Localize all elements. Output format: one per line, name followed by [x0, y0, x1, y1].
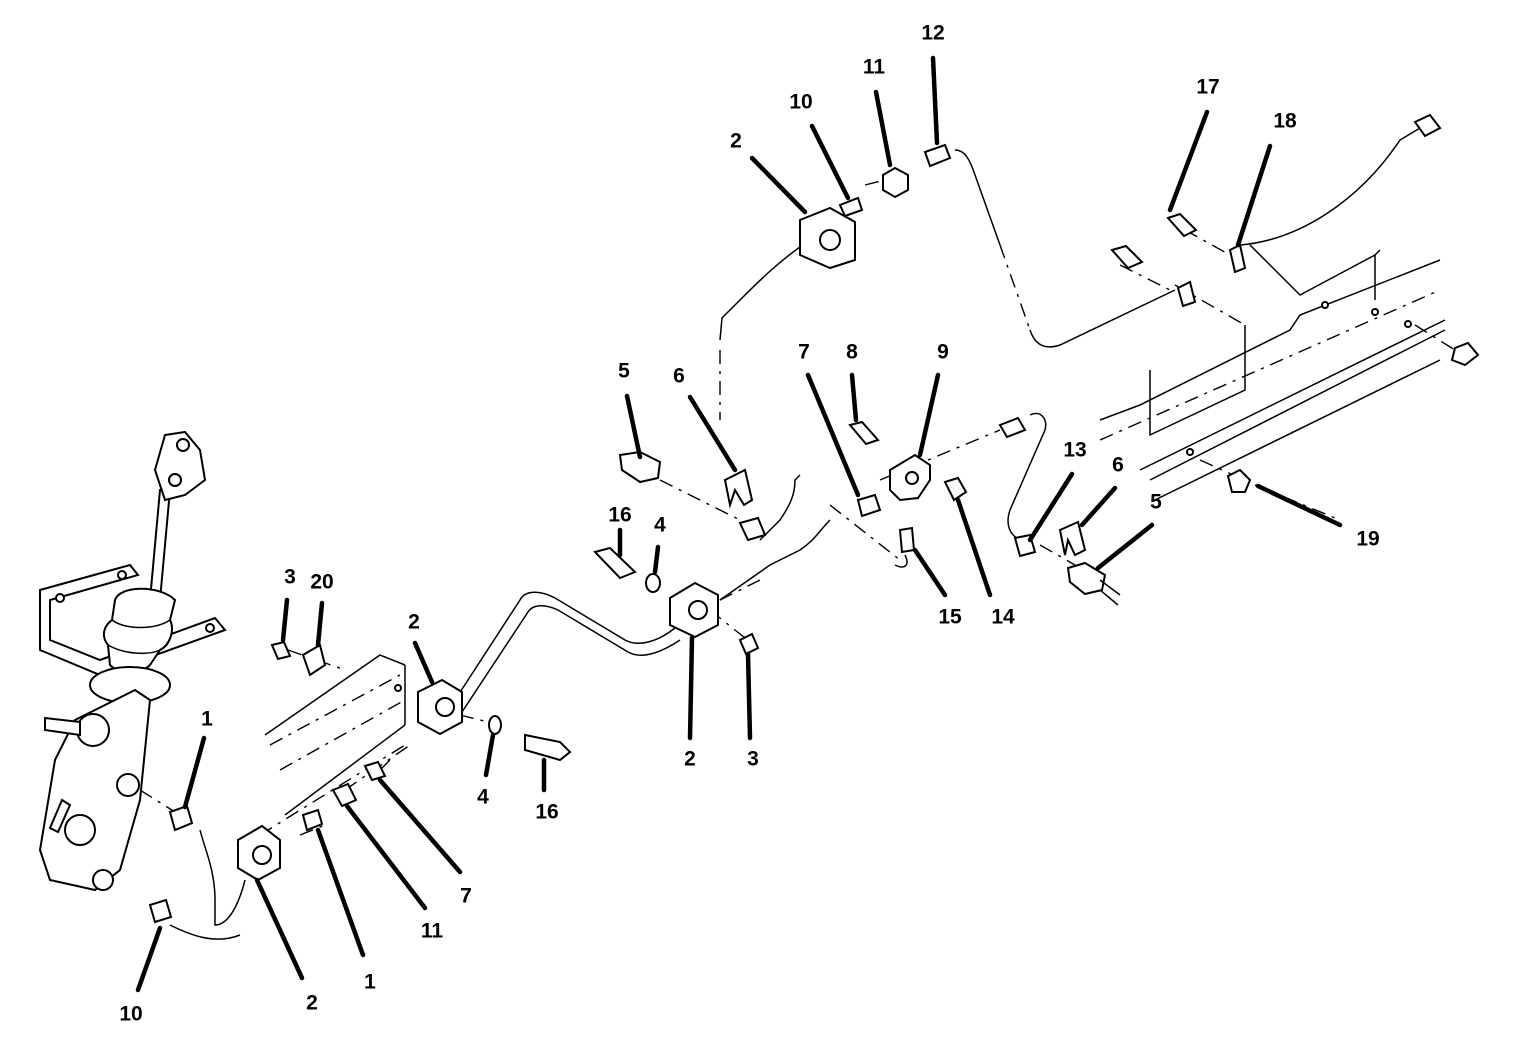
leader-1a	[182, 735, 207, 810]
callout-3b: 3	[747, 748, 759, 771]
callout-3a: 3	[284, 566, 296, 589]
callout-5b: 5	[1150, 491, 1162, 514]
callout-6a: 6	[673, 365, 685, 388]
junction-block-middle	[669, 581, 719, 639]
leader-7a	[805, 372, 861, 498]
callout-9: 9	[937, 341, 949, 364]
leader-19	[1255, 483, 1343, 528]
leader-13	[1027, 471, 1075, 543]
callout-4a: 4	[654, 514, 666, 537]
frame-rail	[1099, 244, 1446, 501]
leader-11a	[873, 89, 893, 168]
junction-block-upper	[799, 196, 864, 270]
leader-1b	[315, 827, 366, 958]
leader-6a	[687, 394, 738, 473]
callout-7b: 7	[460, 885, 472, 908]
callouts: 12 11 10 2 17 18 5 6 7 8 9 13 6 5 19 16	[119, 22, 1379, 1026]
leader-4b	[483, 732, 496, 778]
callout-7a: 7	[798, 341, 810, 364]
leader-9	[917, 372, 941, 458]
callout-16b: 16	[535, 801, 558, 824]
leader-5a	[624, 393, 643, 460]
callout-1a: 1	[201, 708, 213, 731]
leader-8	[849, 372, 859, 423]
callout-2a: 2	[730, 130, 742, 153]
callout-11a: 11	[863, 56, 886, 79]
callout-14: 14	[991, 606, 1015, 629]
leader-5b	[1095, 522, 1155, 571]
callout-15: 15	[938, 606, 962, 629]
leader-2b	[412, 640, 435, 685]
brake-lines	[139, 127, 1456, 940]
small-parts	[148, 113, 1480, 924]
leader-12a	[930, 55, 940, 146]
junction-block-frame	[417, 678, 463, 736]
callout-2c: 2	[684, 748, 696, 771]
leader-18	[1235, 143, 1273, 248]
leader-14	[955, 497, 993, 598]
leader-7b	[377, 777, 463, 875]
callout-10a: 10	[789, 91, 812, 114]
callout-6b: 6	[1112, 454, 1124, 477]
master-cylinder-assembly	[38, 430, 227, 892]
callout-10b: 10	[119, 1003, 142, 1026]
callout-5a: 5	[618, 360, 630, 383]
leader-3b	[745, 651, 753, 741]
leader-2c	[687, 635, 695, 741]
leader-10b	[135, 925, 163, 993]
leader-15	[912, 547, 948, 598]
callout-18: 18	[1273, 110, 1297, 133]
leader-3a	[280, 597, 290, 643]
callout-17: 17	[1196, 76, 1219, 99]
leader-2a	[749, 155, 808, 215]
leader-6b	[1079, 485, 1118, 528]
callout-13: 13	[1063, 439, 1086, 462]
leader-20	[315, 600, 325, 648]
lower-frame-rail	[259, 654, 406, 836]
leader-17	[1167, 109, 1210, 213]
junction-block-lower	[237, 824, 281, 882]
callout-11b: 11	[421, 920, 444, 943]
leader-2d	[254, 877, 305, 981]
callout-16a: 16	[608, 504, 631, 527]
callout-2d: 2	[306, 992, 318, 1015]
callout-19: 19	[1356, 528, 1379, 551]
leader-4a	[652, 544, 661, 575]
callout-1b: 1	[364, 971, 376, 994]
callout-12a: 12	[921, 22, 944, 45]
callout-20: 20	[310, 571, 333, 594]
callout-8: 8	[846, 341, 858, 364]
callout-4b: 4	[477, 786, 489, 809]
leader-11b	[344, 803, 428, 911]
leader-10a	[809, 123, 851, 201]
callout-2b: 2	[408, 611, 420, 634]
